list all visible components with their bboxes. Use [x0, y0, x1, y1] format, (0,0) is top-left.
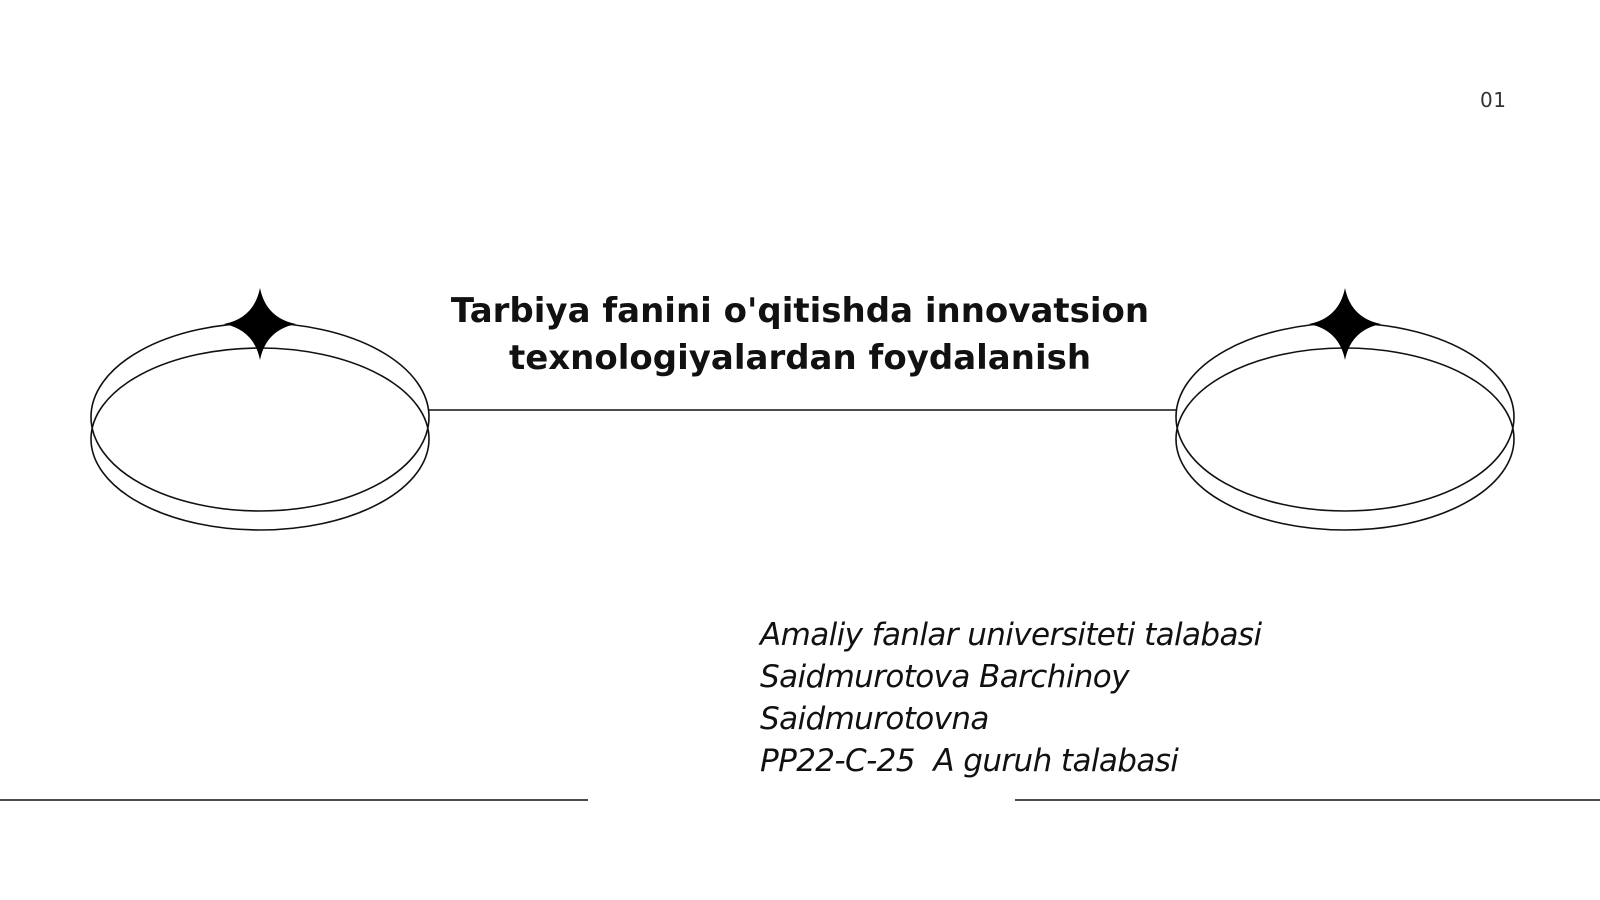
author-info: Amaliy fanlar universiteti talabasi Said…	[760, 614, 1360, 782]
page-number: 01	[1480, 88, 1507, 112]
slide-title: Tarbiya fanini o'qitishda innovatsion te…	[400, 288, 1200, 382]
title-line: texnologiyalardan foydalanish	[508, 338, 1092, 378]
title-line: Tarbiya fanini o'qitishda innovatsion	[450, 291, 1150, 331]
author-line: Amaliy fanlar universiteti talabasi	[760, 617, 1262, 653]
sparkle-star-icon	[224, 288, 296, 360]
author-line: Saidmurotovna	[760, 701, 989, 737]
sparkle-star-icon	[1309, 288, 1381, 360]
author-line: PP22-C-25 A guruh talabasi	[760, 743, 1179, 779]
author-line: Saidmurotova Barchinoy	[760, 659, 1130, 695]
